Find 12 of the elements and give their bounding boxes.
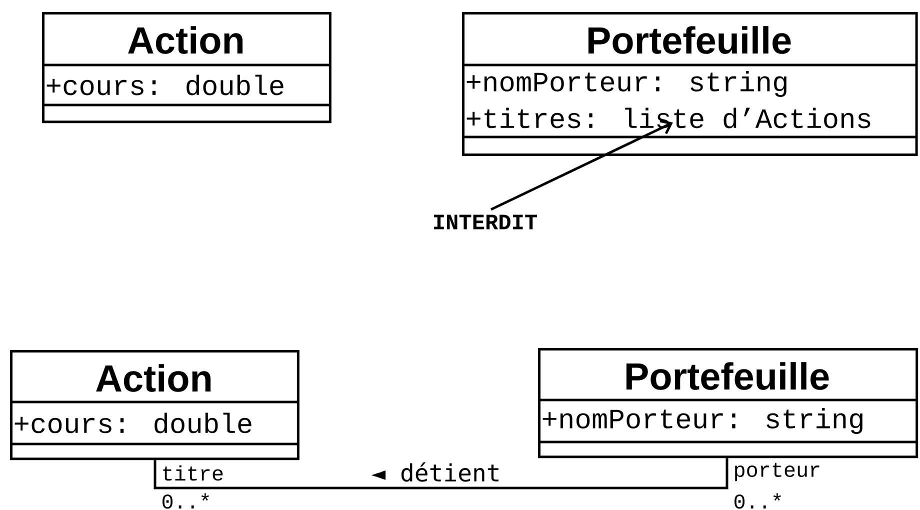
role-label: porteur xyxy=(735,462,820,482)
role-label: titre xyxy=(163,465,223,481)
attribute-text: +cours: double xyxy=(46,74,284,96)
note-text: INTERDIT xyxy=(434,214,537,230)
attribute-text: +nomPorteur: string xyxy=(466,71,786,97)
leader-line xyxy=(490,120,673,211)
role-label: 0..* xyxy=(734,493,781,509)
edge-label: ◄ détient xyxy=(371,462,498,482)
attribute-text: +nomPorteur: string xyxy=(542,408,862,434)
attribute-text: +cours: double xyxy=(14,412,252,434)
association-line xyxy=(154,458,728,490)
role-label: 0..* xyxy=(162,493,209,509)
